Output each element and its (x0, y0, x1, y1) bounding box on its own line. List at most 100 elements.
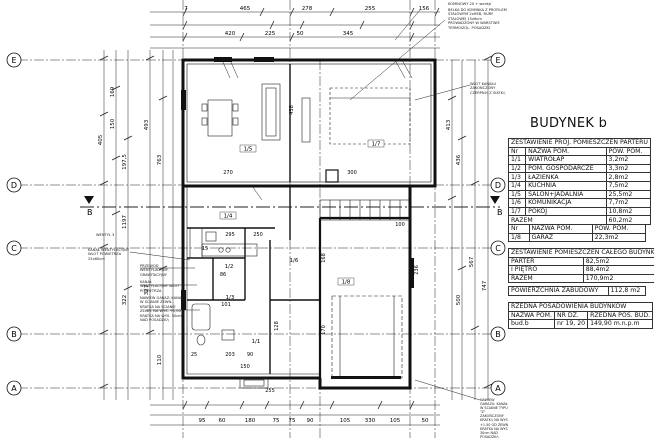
dim-top2-2: 225 (265, 31, 276, 37)
ground-floor-title: ZESTAWIENIE PROJ. POMIESZCZEŃ PARTERU (508, 138, 651, 148)
note-beam: BELKA DO KOMINKA Z PROFILEM STALOWYM 2xH… (448, 8, 507, 30)
dim-inner-16: 170 (321, 325, 327, 335)
axis-circle-d-left (6, 177, 22, 193)
dim-bottom-5: 75 (289, 418, 296, 424)
room-number-gosp: 1/2 (225, 264, 234, 270)
dim-inner-4: 100 (395, 222, 405, 228)
dim-left-6: 763 (157, 154, 163, 165)
dim-top-3: 278 (302, 6, 313, 12)
dim-right-4: 567 (469, 256, 475, 267)
note-vent-channel: KANAŁ WENTYLACYJNY WLOT POWIETRZA 25x60c… (88, 248, 130, 261)
entrance-step (239, 377, 269, 389)
exterior-walls (181, 58, 437, 390)
dim-top-5: 156 (419, 6, 430, 12)
kitchen-counter (189, 227, 258, 259)
note-vent-inlet: WLOT KANAŁU ZAKOŃCZONY CZERPNIĄ Z SIATKĄ (470, 82, 506, 95)
room-tag-box-1-7 (367, 139, 385, 148)
room-tag-box-1-8 (337, 277, 355, 286)
ground-floor-col-nr: Nr (507, 146, 527, 157)
axis-circle-c-left (6, 240, 22, 256)
section-label-left: B (87, 208, 93, 217)
dim-top-4: 255 (365, 6, 376, 12)
building-totals-table: ZESTAWIENIE POMIESZCZEŃ CAŁEGO BUDYNKU P… (508, 248, 654, 284)
garage-col-area: POW. POM. (591, 224, 647, 234)
dim-inner-15: 86 (220, 272, 226, 278)
dim-inner-2: 295 (225, 232, 235, 238)
dim-inner-17: 255 (265, 388, 275, 394)
dim-right-3: 500 (456, 294, 462, 305)
dim-right-5: 747 (482, 280, 488, 291)
room-tag-box-1-5 (239, 144, 257, 153)
axis-label-d-right: D (495, 181, 501, 190)
tv-cabinet (301, 97, 311, 143)
dim-left-5: 493 (144, 119, 150, 130)
elevation-table: RZEDNA POSADOWIENIA BUDYNKÓW NAZWA POM. … (507, 302, 654, 329)
axis-label-b-right: B (495, 330, 501, 339)
ground-floor-col-area: POW. POM. (605, 146, 651, 157)
dim-top2-4: 345 (343, 31, 354, 37)
wall-fills (181, 57, 414, 379)
axis-label-e-right: E (495, 56, 500, 65)
dim-inner-14: 168 (321, 253, 327, 263)
dim-bottom-9: 105 (390, 418, 401, 424)
room-number-wiatrolap: 1/1 (252, 339, 261, 345)
dim-bottom-4: 75 (273, 418, 280, 424)
axis-circle-e-right (490, 52, 506, 68)
room-tag-box-1-4 (219, 211, 237, 220)
axis-label-e-left: E (11, 56, 16, 65)
dim-bottom-1: 95 (199, 418, 206, 424)
dim-inner-18: 150 (240, 364, 250, 370)
axis-circle-d-right (490, 177, 506, 193)
dim-bottom-6: 90 (307, 418, 314, 424)
garage-col-name: NAZWA POM. (528, 224, 593, 234)
dim-inner-3: 250 (253, 232, 263, 238)
dining-table (201, 99, 239, 137)
axis-label-d-left: D (11, 181, 17, 190)
axis-label-c-right: C (495, 244, 501, 253)
dim-bottom-7: 105 (340, 418, 351, 424)
garage-col-nr: Nr (508, 224, 530, 234)
dim-left-3: 150 (110, 118, 116, 129)
dimension-ticks (99, 7, 493, 410)
room-number-pokoj: 1/7 (372, 142, 381, 148)
dim-inner-12: 128 (274, 321, 280, 331)
note-duct-2: KANAŁ WENTYLACYJNY WLOT POWIETRZA (140, 280, 180, 293)
axis-label-b-left: B (11, 330, 17, 339)
note-garage-air-bottom: NAWIEW GARAŻU: KANAŁ W SCIANIE TYPU "Z" … (480, 398, 510, 438)
dim-bottom-10: 50 (422, 418, 429, 424)
garage-interior (331, 295, 403, 379)
axis-markers (6, 52, 506, 396)
built-area-value: 112,8 m2 (607, 286, 647, 296)
note-duct: PRZEWÓD WENTYLACYJNY-GRAWITACYJNY (140, 264, 169, 277)
dim-bottom-3: 180 (245, 418, 256, 424)
dim-left-1: 405 (98, 134, 104, 145)
schedule-panel: BUDYNEK b ZESTAWIENIE PROJ. POMIESZCZEŃ … (507, 116, 654, 438)
note-garage-air-left: NAWIEW GARAŻ: KANAŁ W SCIANIE ZEWN. KRAT… (140, 296, 184, 323)
fireplace (325, 169, 339, 183)
dim-inner-5: 300 (347, 170, 357, 176)
section-label-right: B (497, 208, 503, 217)
building-totals-title: ZESTAWIENIE POMIESZCZEŃ CAŁEGO BUDYNKU (508, 248, 654, 258)
dim-right-1: 413 (446, 119, 452, 130)
elevation-col-plot: NR DZ. (553, 310, 589, 321)
dim-left-10: 110 (157, 354, 163, 365)
dim-bottom-2: 60 (219, 418, 226, 424)
dim-left-9: 322 (122, 295, 128, 306)
axis-circle-b-left (6, 326, 22, 342)
axis-circle-a-left (6, 380, 22, 396)
axis-circle-a-right (490, 380, 506, 396)
dim-inner-1: 270 (223, 170, 233, 176)
